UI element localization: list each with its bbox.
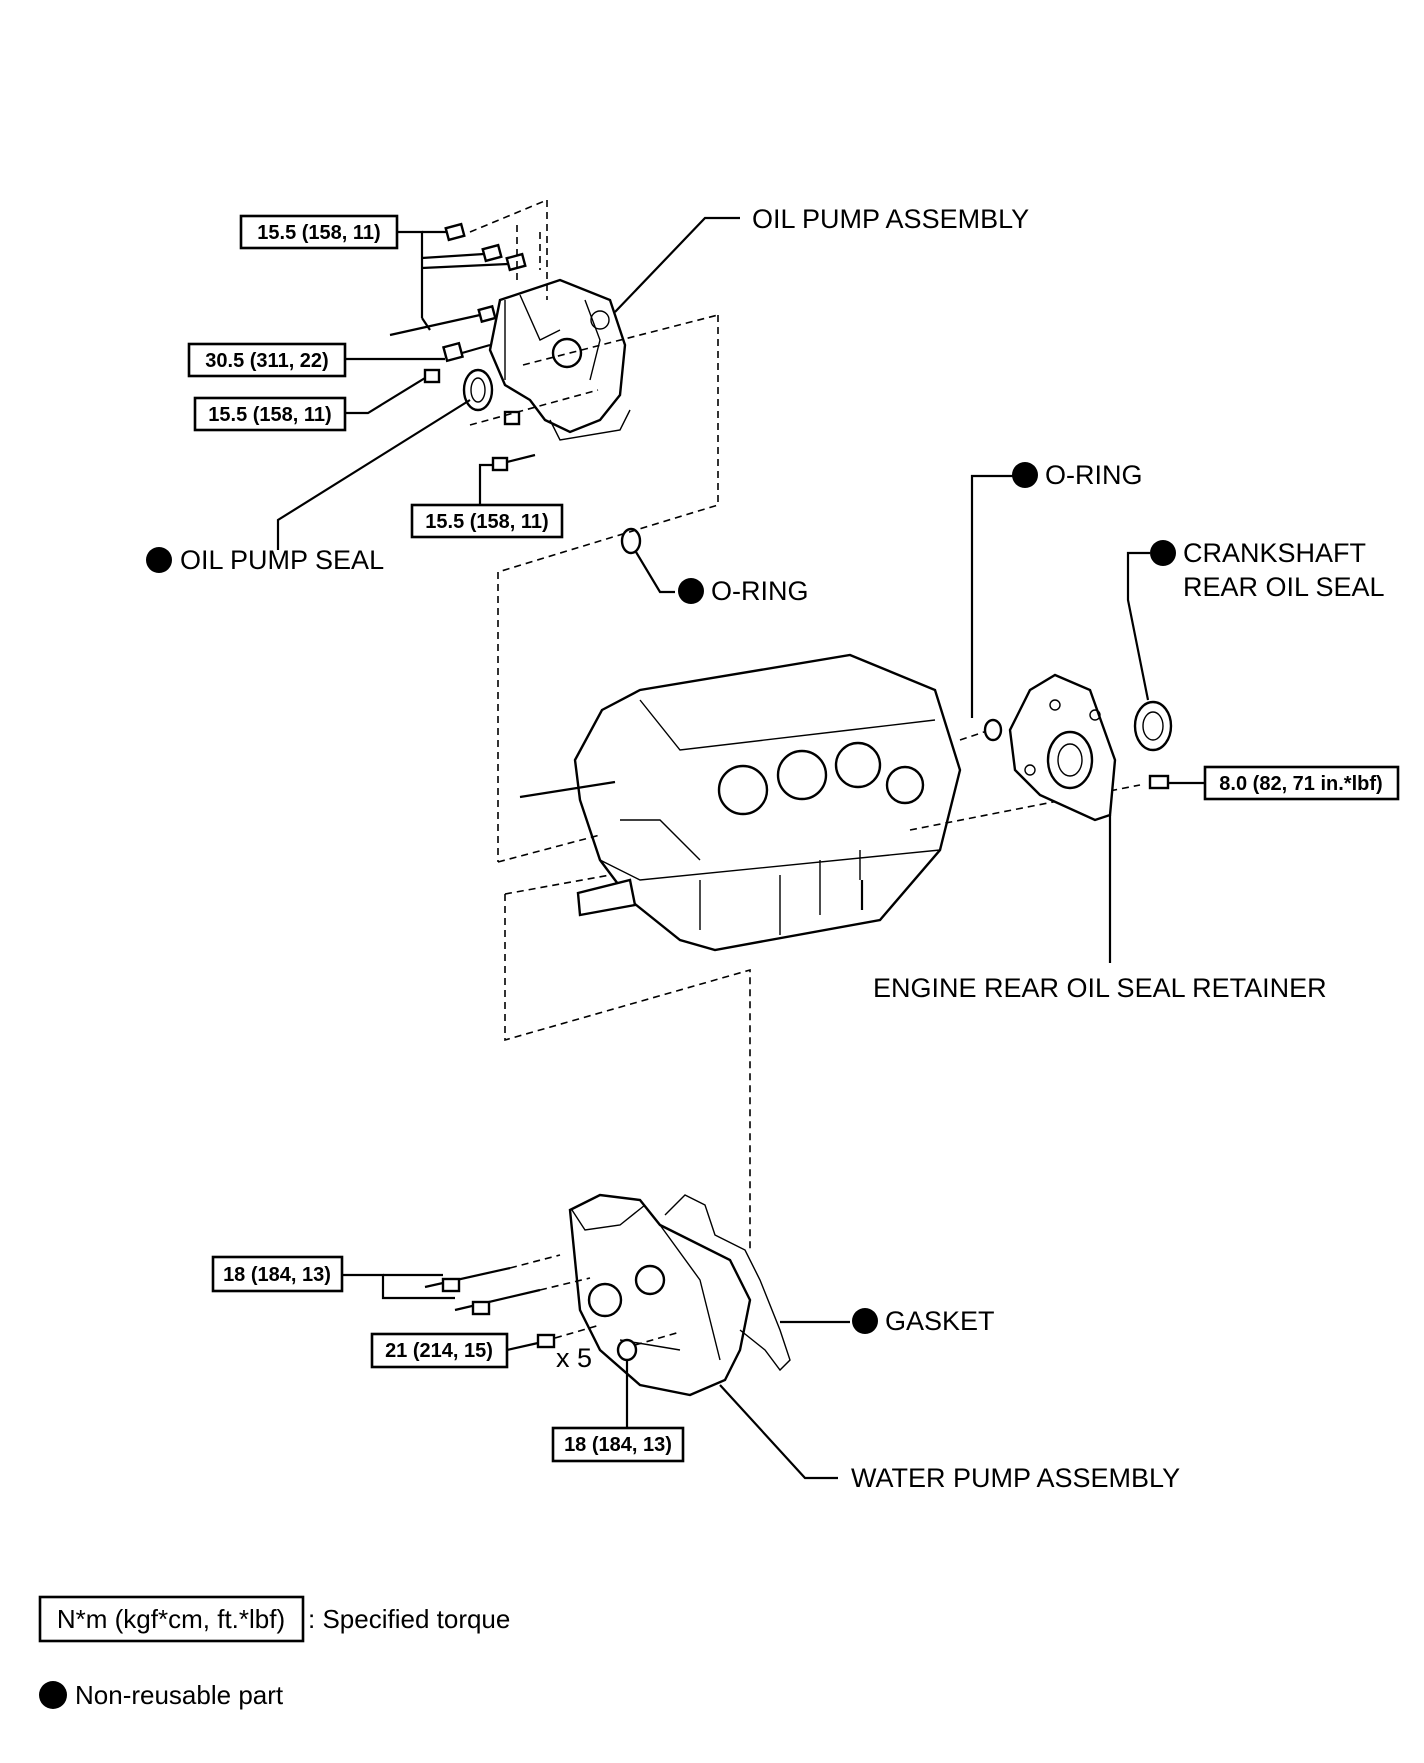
engine-block-drawing	[519, 653, 962, 952]
legend-non-reusable: Non-reusable part	[39, 1680, 284, 1710]
o-ring-small-drawing	[620, 527, 642, 555]
label-oil-pump-assembly: OIL PUMP ASSEMBLY	[752, 204, 1029, 234]
oil-pump-alignment-lines	[469, 199, 719, 862]
crankshaft-rear-oil-seal-drawing	[1133, 700, 1173, 752]
oil-pump-seal-drawing	[462, 368, 494, 412]
torque-box-oil-pump-mid: 30.5 (311, 22)	[187, 342, 347, 378]
svg-text:8.0 (82, 71 in.*lbf): 8.0 (82, 71 in.*lbf)	[1219, 773, 1382, 795]
quantity-label: x 5	[556, 1343, 592, 1373]
svg-text:15.5 (158, 11): 15.5 (158, 11)	[257, 222, 380, 244]
non-reusable-mark-o-ring-lower	[678, 578, 704, 604]
oil-pump-bolts	[389, 222, 536, 472]
engine-rear-oil-seal-retainer-drawing	[1008, 673, 1117, 822]
gasket-drawing	[664, 1194, 791, 1372]
non-reusable-mark-o-ring-right	[1012, 462, 1038, 488]
non-reusable-mark-crankshaft-rear-oil-seal	[1150, 540, 1176, 566]
leader-lines	[276, 216, 1205, 1480]
retainer-bolt-drawing	[1148, 774, 1170, 790]
torque-box-water-pump-long-bolts: 18 (184, 13)	[211, 1255, 344, 1293]
legend-specified-torque: N*m (kgf*cm, ft.*lbf) : Specified torque	[38, 1595, 510, 1643]
label-crankshaft-rear-oil-seal-line2: REAR OIL SEAL	[1183, 572, 1385, 602]
non-reusable-mark-legend	[39, 1681, 67, 1709]
label-oil-pump-seal: OIL PUMP SEAL	[180, 545, 384, 575]
svg-text:15.5 (158, 11): 15.5 (158, 11)	[425, 511, 548, 533]
torque-box-oil-pump-left: 15.5 (158, 11)	[193, 396, 347, 432]
svg-text:30.5 (311, 22): 30.5 (311, 22)	[205, 350, 328, 372]
legend-non-reusable-text: Non-reusable part	[75, 1680, 284, 1710]
label-o-ring-right: O-RING	[1045, 460, 1143, 490]
label-crankshaft-rear-oil-seal-line1: CRANKSHAFT	[1183, 538, 1366, 568]
torque-box-oil-pump-bottom: 15.5 (158, 11)	[410, 503, 564, 539]
legend-torque-unit: N*m (kgf*cm, ft.*lbf)	[57, 1604, 285, 1634]
label-engine-rear-oil-seal-retainer: ENGINE REAR OIL SEAL RETAINER	[873, 973, 1327, 1003]
svg-text:15.5 (158, 11): 15.5 (158, 11)	[208, 404, 331, 426]
oil-pump-assembly-drawing	[488, 278, 631, 441]
svg-text:18 (184, 13): 18 (184, 13)	[564, 1434, 672, 1456]
torque-box-retainer-bolt: 8.0 (82, 71 in.*lbf)	[1203, 765, 1400, 801]
label-gasket: GASKET	[885, 1306, 995, 1336]
water-pump-assembly-drawing	[568, 1193, 752, 1397]
non-reusable-mark-oil-pump-seal	[146, 547, 172, 573]
label-water-pump-assembly: WATER PUMP ASSEMBLY	[851, 1463, 1180, 1493]
svg-text:21 (214, 15): 21 (214, 15)	[385, 1340, 493, 1362]
torque-box-water-pump-bolts: 21 (214, 15)	[370, 1332, 509, 1369]
label-o-ring-lower: O-RING	[711, 576, 809, 606]
torque-box-oil-pump-top: 15.5 (158, 11)	[239, 214, 399, 250]
non-reusable-mark-gasket	[852, 1308, 878, 1334]
torque-box-water-pump-nut: 18 (184, 13)	[551, 1426, 685, 1463]
o-ring-right-drawing	[983, 718, 1003, 742]
svg-text:18 (184, 13): 18 (184, 13)	[223, 1264, 331, 1286]
legend-torque-desc: : Specified torque	[308, 1604, 510, 1634]
